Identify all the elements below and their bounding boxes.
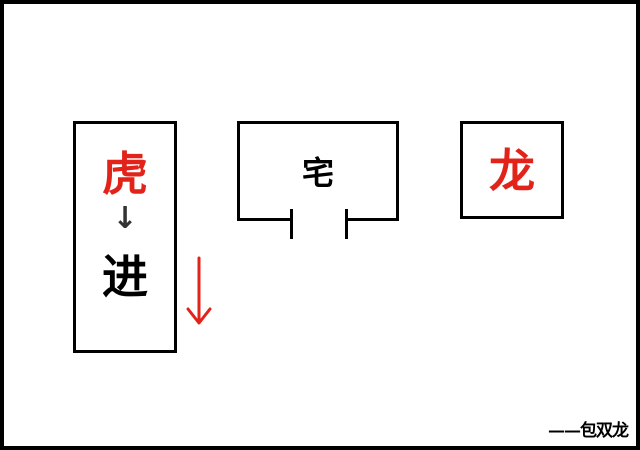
tiger-label: 虎 bbox=[102, 147, 148, 201]
house-door-gap bbox=[290, 209, 348, 241]
dragon-box: 龙 bbox=[460, 121, 564, 219]
author-signature: ——包双龙 bbox=[548, 421, 629, 441]
enter-label: 进 bbox=[102, 250, 148, 304]
tiger-box: 虎 ↓ 进 bbox=[73, 121, 177, 353]
red-arrow-head bbox=[186, 307, 212, 325]
house-box: 宅 bbox=[237, 121, 399, 221]
dragon-label: 龙 bbox=[489, 144, 535, 198]
down-arrow-icon: ↓ bbox=[112, 201, 138, 236]
red-down-arrow-icon bbox=[186, 256, 212, 325]
door-post-left bbox=[290, 209, 293, 239]
house-label: 宅 bbox=[301, 154, 334, 192]
door-post-right bbox=[345, 209, 348, 239]
